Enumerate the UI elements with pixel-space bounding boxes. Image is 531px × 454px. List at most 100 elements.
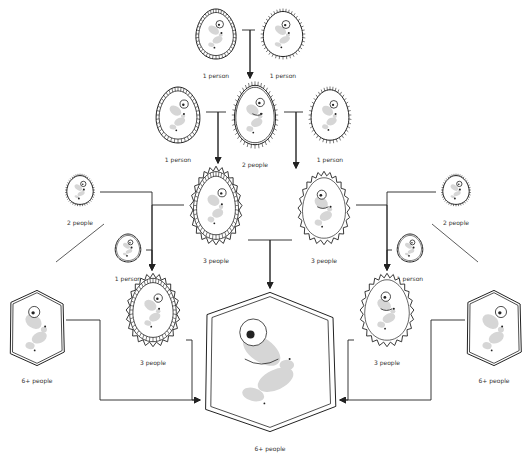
count-label: 1 person xyxy=(164,156,192,164)
membrane-stripe xyxy=(200,228,202,231)
cell-pupil xyxy=(31,311,34,314)
merge-arrow xyxy=(248,240,270,288)
membrane-stripe xyxy=(173,310,176,311)
membrane-stripe xyxy=(195,196,198,197)
cell-dot xyxy=(330,206,332,208)
cell-pupil xyxy=(129,242,131,244)
cell-mouth xyxy=(381,309,393,311)
count-label: 6+ people xyxy=(253,445,286,453)
membrane-stripe xyxy=(218,172,219,177)
cell-dot xyxy=(175,129,177,131)
membrane-stripe xyxy=(171,325,174,327)
cell-drawing xyxy=(292,168,356,248)
membrane-stripe xyxy=(226,177,228,181)
membrane-stripe xyxy=(196,191,199,193)
membrane-stripe xyxy=(195,126,198,128)
count-label: 1 person xyxy=(316,156,344,164)
membrane-stripe xyxy=(196,110,199,112)
membrane-stripe xyxy=(233,191,236,193)
cell-outline xyxy=(10,290,64,365)
organelle xyxy=(123,252,128,255)
membrane-stripe xyxy=(209,54,211,57)
cell-node: 1 person xyxy=(303,83,357,157)
organelle xyxy=(207,23,221,36)
membrane-stripe xyxy=(221,54,223,57)
organelle xyxy=(219,204,223,209)
membrane-stripe xyxy=(170,297,173,299)
cell-pupil xyxy=(220,192,222,194)
cell-pupil xyxy=(383,296,386,299)
membrane-stripe xyxy=(130,305,133,307)
organelle xyxy=(320,104,335,118)
membrane-stripe xyxy=(233,34,236,35)
cell-pupil xyxy=(332,104,334,106)
cell-eye xyxy=(218,189,226,197)
membrane-stripe xyxy=(159,336,161,340)
cell-pupil xyxy=(82,184,84,186)
cell-outline xyxy=(443,176,469,205)
membrane-stripe xyxy=(209,234,211,238)
membrane-stripe xyxy=(227,16,229,18)
separator-slash xyxy=(432,224,478,262)
membrane-stripe xyxy=(220,173,222,177)
membrane-stripe xyxy=(133,297,136,299)
membrane-stripe xyxy=(212,234,213,239)
cell-drawing xyxy=(150,83,206,147)
cell-mouth xyxy=(317,207,328,209)
cell-pupil xyxy=(498,311,501,314)
membrane-stripe xyxy=(199,23,201,25)
membrane-stripe xyxy=(162,335,163,339)
membrane-stripe xyxy=(229,49,231,51)
organelle xyxy=(405,252,410,255)
membrane-stripe xyxy=(131,321,134,323)
organelle xyxy=(25,341,36,350)
membrane-stripe xyxy=(219,234,220,239)
cell-dot xyxy=(454,198,456,200)
cell-eye xyxy=(457,181,462,186)
cell-outline xyxy=(360,273,414,346)
merge-arrow xyxy=(100,192,152,270)
membrane-stripe xyxy=(232,26,235,27)
cell-outline xyxy=(159,91,197,139)
membrane-stripe xyxy=(149,337,150,341)
cell-outline xyxy=(133,283,173,338)
cell-outline xyxy=(115,234,141,262)
membrane-stripe xyxy=(188,92,190,95)
membrane-stripe xyxy=(156,337,157,341)
cell-pupil xyxy=(182,103,184,105)
membrane-stripe xyxy=(208,12,209,15)
membrane-stripe xyxy=(187,136,189,139)
membrane-stripe xyxy=(169,328,172,331)
cell-drawing xyxy=(392,230,428,266)
cell-node: 1 person xyxy=(110,230,146,276)
membrane-stripe xyxy=(216,235,217,240)
membrane-stripe xyxy=(225,232,226,236)
cell-dot xyxy=(289,358,291,360)
organelle xyxy=(327,207,332,212)
membrane-stripe xyxy=(223,12,224,15)
membrane-stripe xyxy=(167,289,169,292)
membrane-stripe xyxy=(196,41,199,42)
membrane-stripe xyxy=(205,177,207,181)
membrane-stripe xyxy=(196,122,199,123)
membrane-stripe xyxy=(235,200,238,202)
cell-outline xyxy=(365,280,410,340)
membrane-stripe xyxy=(194,200,197,202)
membrane-stripe xyxy=(166,92,168,95)
organelle xyxy=(482,341,493,350)
membrane-stripe xyxy=(194,205,197,206)
membrane-stripe xyxy=(227,51,229,54)
cell-dot xyxy=(83,188,85,190)
membrane-stripe xyxy=(171,88,173,92)
organelle xyxy=(322,124,329,130)
cell-mouth xyxy=(245,359,279,364)
cell-pupil xyxy=(218,24,220,26)
cell-outline xyxy=(130,278,177,341)
membrane-stripe xyxy=(195,218,198,220)
organelle xyxy=(144,320,152,327)
count-label: 3 people xyxy=(139,359,167,367)
cell-pupil xyxy=(411,242,413,244)
membrane-stripe xyxy=(227,230,229,234)
membrane-stripe xyxy=(216,9,217,13)
membrane-stripe xyxy=(216,172,217,177)
